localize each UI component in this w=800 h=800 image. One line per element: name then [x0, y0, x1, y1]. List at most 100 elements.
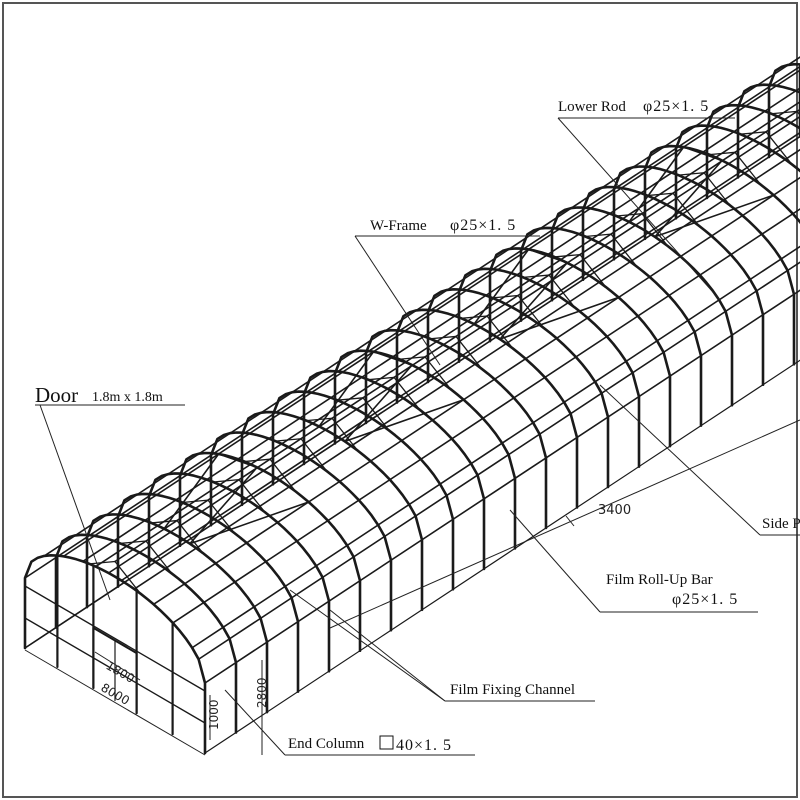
arch-21	[643, 144, 800, 241]
purlin-4	[62, 69, 800, 558]
end-column-spec: 40×1. 5	[396, 737, 452, 754]
ridge-web-left-4	[181, 499, 209, 504]
ridge-web-right-9	[362, 397, 390, 431]
ridge-web-right-19	[672, 192, 700, 227]
fixing-leader-b	[329, 609, 446, 702]
side-leader	[599, 384, 761, 536]
ridge-web-left-10	[367, 376, 395, 381]
ridge-web-right-18	[641, 213, 669, 247]
arch-2	[54, 533, 238, 734]
ridge-web-right-7	[300, 438, 328, 472]
arch-6	[178, 451, 362, 653]
arch-17	[519, 226, 703, 427]
rollup-leader	[509, 509, 601, 613]
lower-rod-leader	[557, 117, 721, 301]
film-rollup-spec: φ25×1. 5	[672, 591, 738, 608]
arch-12	[364, 328, 548, 530]
w-frame-left-12	[473, 248, 568, 325]
w-frame-leader	[354, 235, 441, 366]
ridge-web-left-2	[119, 540, 147, 545]
ridge-web-left-14	[491, 294, 519, 299]
ridge-height-dimension: 2800	[255, 677, 269, 708]
purlin-6	[94, 100, 800, 568]
ridge-web-right-3	[176, 519, 204, 554]
side-height-dimension: 1000	[207, 699, 221, 730]
arch-14	[426, 287, 610, 489]
end-rail-2	[24, 585, 206, 692]
end-column-label: End Column	[288, 736, 365, 752]
purlin-13	[197, 261, 800, 661]
ridge-web-left-16	[553, 253, 581, 258]
arch-13	[395, 308, 579, 509]
arch-15	[457, 267, 641, 468]
ridge-web-left-8	[305, 417, 333, 422]
ridge-web-left-23	[770, 110, 798, 115]
ridge-web-left-9	[336, 397, 364, 401]
ridge-web-right-17	[610, 233, 638, 268]
ridge-web-right-11	[424, 356, 452, 390]
door-leader	[39, 404, 111, 601]
arch-10	[302, 369, 486, 571]
lower-rod-label: Lower Rod	[558, 99, 626, 115]
door-label: Door	[35, 383, 78, 407]
ridge-web-right-12	[455, 335, 483, 370]
lower-rod-spec: φ25×1. 5	[643, 98, 709, 115]
film-fixing-label: Film Fixing Channel	[450, 682, 575, 698]
door-dimension-line	[94, 651, 141, 681]
ridge-web-left-3	[150, 519, 178, 524]
arch-11	[333, 349, 517, 550]
ridge-web-right-1	[114, 560, 142, 595]
arch-1	[23, 553, 207, 755]
w-frame-left-2	[163, 453, 258, 530]
w-frame-left-7	[318, 350, 413, 428]
ridge-web-left-13	[460, 315, 488, 319]
leader-lines	[24, 117, 800, 756]
ridge-web-left-21	[708, 151, 736, 156]
ridge-web-right-5	[238, 479, 266, 513]
ridge-web-left-11	[398, 356, 426, 360]
arch-18	[550, 206, 734, 407]
ridge-web-right-13	[486, 315, 514, 349]
ridge-upper-chord	[114, 108, 800, 563]
w-frame-right-2	[189, 466, 310, 545]
film-rollup-label: Film Roll-Up Bar	[606, 572, 713, 588]
ridge-web-right-10	[393, 376, 421, 411]
arch-7	[209, 431, 393, 632]
arch-3	[85, 513, 269, 714]
ridge-web-left-1	[88, 560, 116, 565]
ridge-web-left-18	[615, 213, 643, 217]
ridge-web-right-21	[734, 151, 762, 186]
purlin-9	[133, 148, 800, 590]
ridge-web-right-6	[269, 458, 297, 493]
length-dimension-line	[329, 419, 800, 629]
side-label: Side P	[762, 516, 800, 532]
purlin-10	[152, 176, 800, 606]
greenhouse-structure	[23, 56, 800, 755]
ridge-web-left-12	[429, 335, 457, 340]
ridge-web-left-17	[584, 233, 612, 238]
square-section-icon	[379, 735, 394, 750]
w-frame-right-12	[499, 261, 620, 340]
ridge-web-right-22	[765, 131, 793, 165]
ridge-web-left-22	[739, 131, 767, 135]
ridge-web-right-16	[579, 253, 607, 288]
purlin-2	[24, 65, 800, 579]
arch-8	[240, 410, 424, 612]
arch-20	[612, 165, 796, 366]
door-size-label: 1.8m x 1.8m	[92, 390, 163, 405]
w-frame-right-17	[654, 159, 775, 238]
length-tick	[565, 515, 575, 527]
arch-22	[674, 124, 800, 220]
ridge-web-left-6	[243, 458, 271, 463]
arch-25	[767, 62, 800, 159]
purlin-12	[191, 245, 800, 649]
fixing-leader-a	[289, 589, 446, 702]
length-dimension: 3400	[598, 503, 631, 518]
purlin-7	[107, 115, 800, 574]
ground-rail-right	[204, 359, 800, 754]
ridge-web-right-8	[331, 417, 359, 452]
w-frame-label: W-Frame	[370, 218, 427, 234]
purlin-3	[43, 56, 800, 557]
